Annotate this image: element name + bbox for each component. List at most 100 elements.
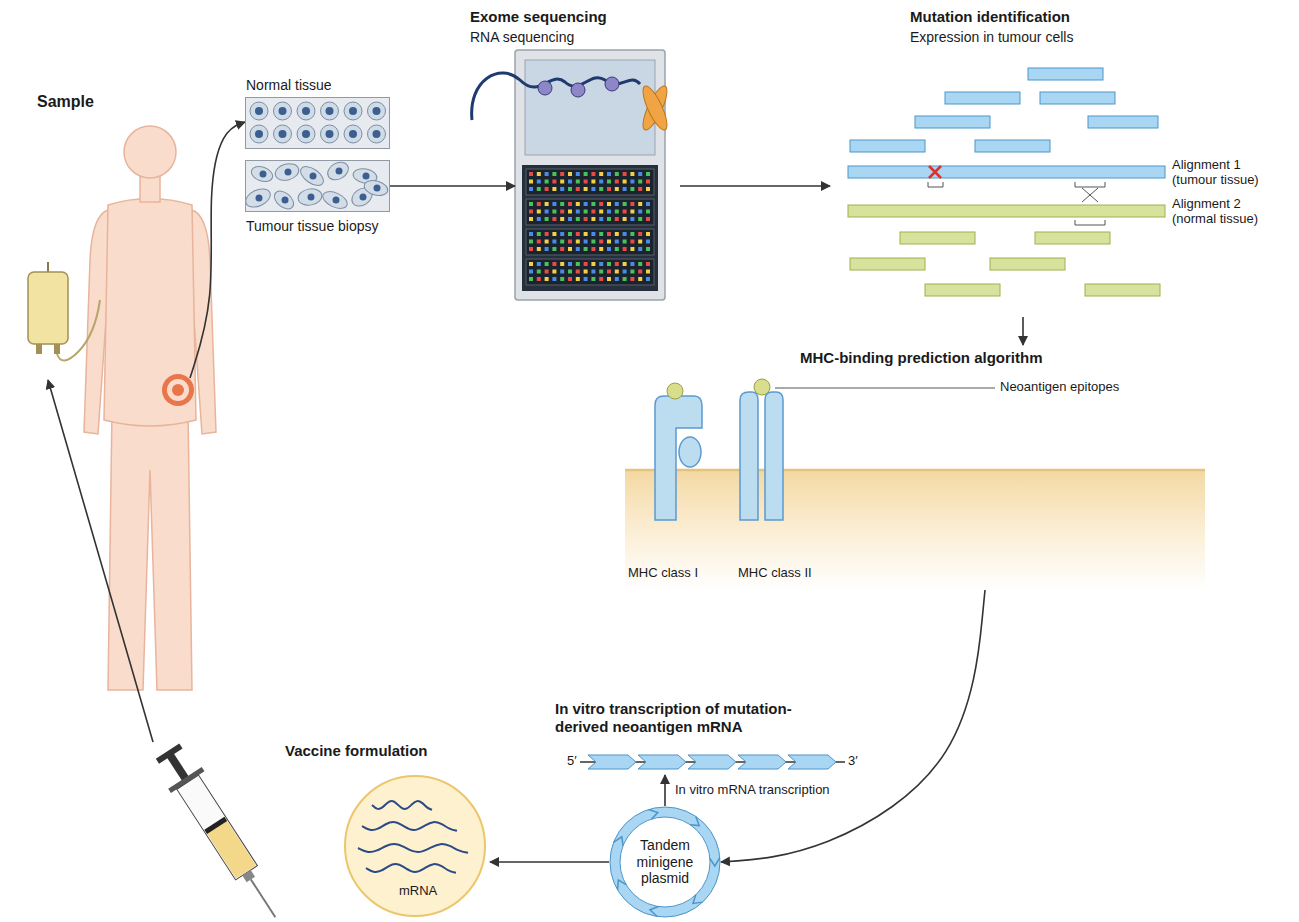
- signal-dot: [623, 187, 627, 191]
- signal-dot: [607, 172, 611, 176]
- cell-membrane: [625, 470, 1205, 590]
- syringe-barrel: [177, 775, 258, 880]
- signal-dot: [537, 262, 541, 266]
- cell-nucleus: [255, 107, 263, 115]
- signal-dot: [607, 277, 611, 281]
- signal-dot: [576, 187, 580, 191]
- cell-nucleus: [310, 173, 317, 180]
- minigene-chevron: [649, 810, 658, 820]
- plasmid-ring: [615, 812, 715, 912]
- vaccine-step: Vaccine formulation: [150, 740, 490, 920]
- signal-dot: [638, 187, 642, 191]
- sample-figure: Sample: [20, 88, 225, 700]
- mrna-molecule: [358, 844, 468, 853]
- mhc-class-ii: [740, 392, 758, 520]
- mrna-molecule: [362, 822, 457, 831]
- signal-dot: [537, 210, 541, 214]
- normal-cell: [250, 125, 268, 143]
- cell-nucleus: [282, 197, 289, 204]
- signal-dot: [591, 217, 595, 221]
- cell-nucleus: [279, 130, 287, 138]
- signal-dot: [623, 240, 627, 244]
- leader-line: [775, 388, 995, 389]
- strand-end-label: 3′: [848, 754, 858, 769]
- signal-dot: [552, 270, 556, 274]
- signal-dot: [591, 277, 595, 281]
- signal-dot: [591, 270, 595, 274]
- epitope: [667, 383, 683, 399]
- signal-dot: [560, 210, 564, 214]
- signal-dot: [529, 240, 533, 244]
- bracket: [1075, 182, 1105, 225]
- signal-dot: [630, 262, 634, 266]
- signal-dot: [537, 180, 541, 184]
- tumour-cell: [297, 187, 323, 207]
- signal-dot: [646, 217, 650, 221]
- signal-dot: [615, 202, 619, 206]
- minigene-segment: [638, 755, 686, 769]
- signal-dot: [529, 187, 533, 191]
- step-heading: In vitro transcription of mutation-deriv…: [555, 700, 825, 736]
- signal-dot: [545, 172, 549, 176]
- normal-read: [848, 205, 1165, 217]
- normal-cell: [368, 125, 386, 143]
- cell-nucleus: [285, 169, 292, 176]
- minigene-chevron: [614, 837, 623, 846]
- minigene-chevron: [690, 816, 699, 825]
- signal-dot: [552, 277, 556, 281]
- signal-dot: [529, 202, 533, 206]
- chromosome: [639, 83, 672, 132]
- signal-dot: [568, 187, 572, 191]
- signal-dot: [591, 202, 595, 206]
- cell-nucleus: [360, 194, 367, 201]
- signal-dot: [623, 180, 627, 184]
- signal-dot: [529, 270, 533, 274]
- flow-arrow: [680, 185, 830, 187]
- signal-dot: [646, 187, 650, 191]
- plasmid-ring-edge: [610, 807, 720, 917]
- signal-dot: [630, 240, 634, 244]
- signal-dot: [560, 232, 564, 236]
- signal-dot: [584, 262, 588, 266]
- signal-dot: [576, 277, 580, 281]
- flow-arrow: [721, 590, 985, 862]
- step-heading: Mutation identification: [910, 8, 1070, 26]
- signal-dot: [576, 240, 580, 244]
- normal-cell: [274, 102, 292, 120]
- signal-dot: [599, 187, 603, 191]
- normal-cell: [344, 125, 362, 143]
- normal-read: [1085, 284, 1160, 296]
- signal-dot: [584, 240, 588, 244]
- signal-dot: [552, 240, 556, 244]
- signal-dot: [537, 172, 541, 176]
- signal-dot: [545, 240, 549, 244]
- cell-nucleus: [279, 107, 287, 115]
- signal-dot: [560, 270, 564, 274]
- signal-dot: [537, 232, 541, 236]
- signal-dot: [560, 180, 564, 184]
- signal-dot: [545, 277, 549, 281]
- minigene-segment: [788, 755, 836, 769]
- sequencing-bead: [605, 77, 619, 91]
- epitope: [754, 379, 770, 395]
- cell-nucleus: [326, 130, 334, 138]
- cell-nucleus: [302, 107, 310, 115]
- signal-dot: [537, 247, 541, 251]
- alignment-label: Alignment 2 (normal tissue): [1172, 197, 1277, 227]
- signal-dot: [576, 270, 580, 274]
- arrow-label: In vitro mRNA transcription: [673, 783, 832, 798]
- step-heading: Exome sequencing: [470, 8, 607, 26]
- signal-dot: [623, 262, 627, 266]
- step-heading: Vaccine formulation: [285, 742, 428, 760]
- signal-dot: [607, 240, 611, 244]
- dna-strand: [472, 73, 640, 120]
- signal-dot: [545, 210, 549, 214]
- signal-dot: [576, 202, 580, 206]
- signal-dot: [545, 247, 549, 251]
- signal-dot: [568, 172, 572, 176]
- signal-dot: [623, 210, 627, 214]
- signal-dot: [599, 172, 603, 176]
- tumour-cell: [271, 188, 297, 213]
- chromosome: [639, 83, 672, 132]
- step-heading: Normal tissue: [246, 77, 332, 94]
